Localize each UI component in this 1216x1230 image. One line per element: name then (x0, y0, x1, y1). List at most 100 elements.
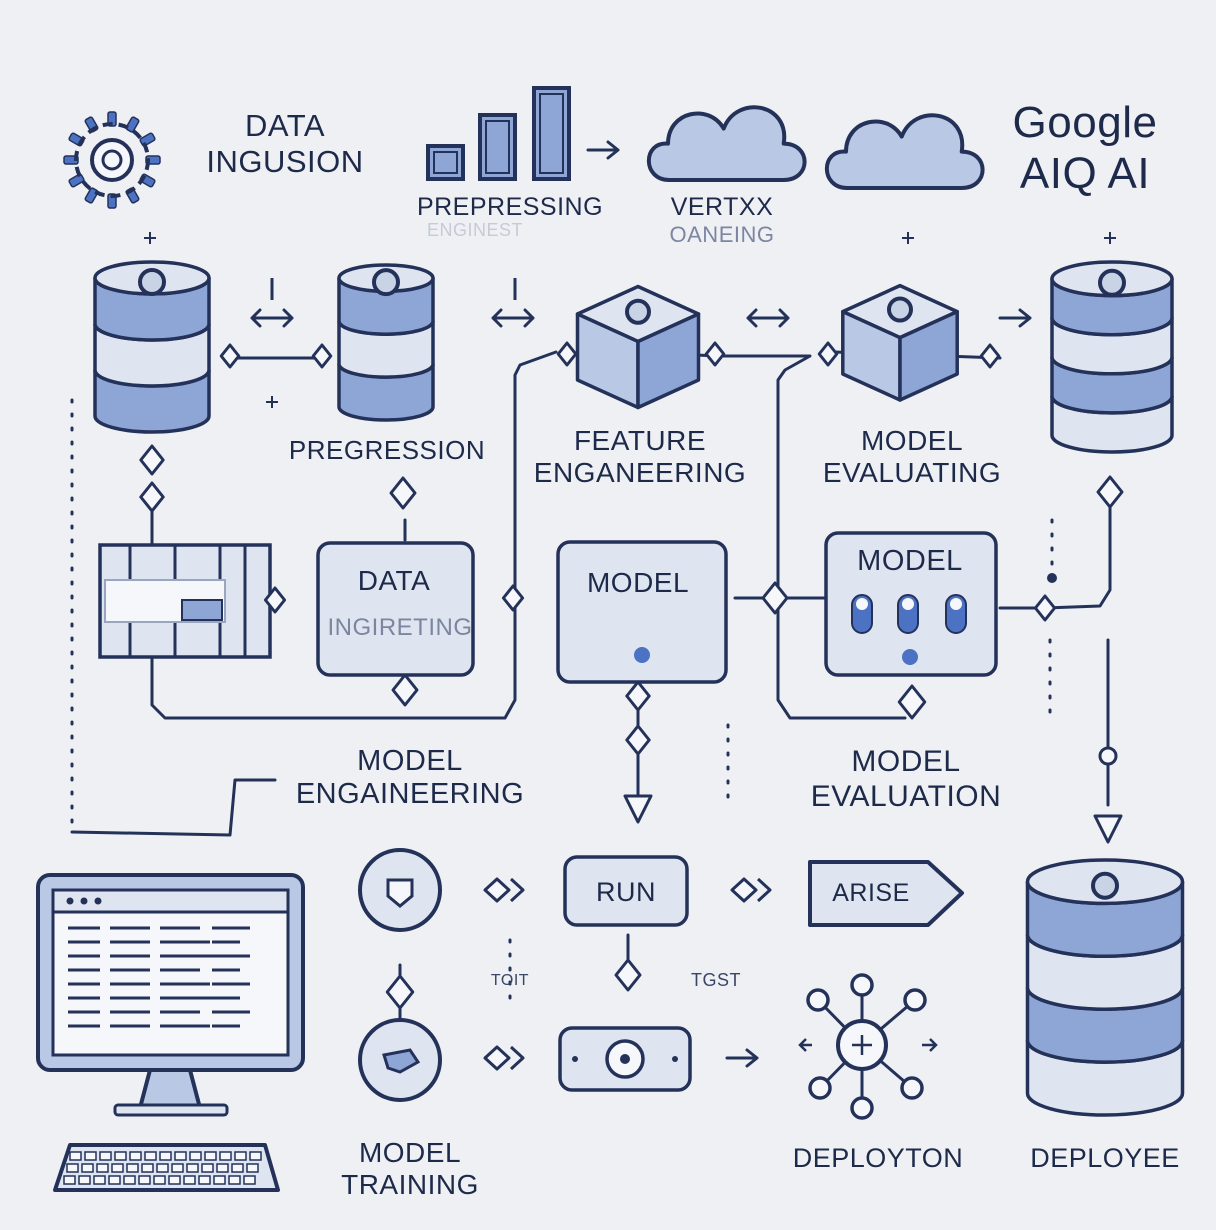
database-layer (337, 278, 435, 336)
training-node-glyph (382, 1048, 421, 1074)
connector-right-vertical (1043, 493, 1112, 610)
diamond-connector-icon (311, 343, 333, 369)
cube-right (636, 312, 701, 410)
keyboard-key (126, 1163, 139, 1173)
keyboard-key (144, 1151, 157, 1161)
keyboard-key (141, 1163, 154, 1173)
keyboard-key (171, 1163, 184, 1173)
arrow-both-icon (491, 308, 535, 328)
cube-right (898, 309, 959, 402)
keyboard-key (129, 1151, 142, 1161)
diamond-connector-icon (897, 684, 927, 720)
hub-node (850, 1096, 874, 1120)
run-box-label: RUN (596, 877, 656, 907)
connector-mid-right (714, 354, 907, 720)
keyboard-key (183, 1175, 196, 1185)
monitor-titlebar (51, 888, 290, 914)
arrow-both-icon (250, 308, 294, 328)
keyboard-key (69, 1151, 82, 1161)
model-box-right-title: MODEL (857, 545, 963, 577)
chevron-a-icon (483, 1045, 511, 1071)
keyboard-icon (53, 1143, 280, 1192)
keyboard-key (78, 1175, 91, 1185)
hub-node (806, 988, 830, 1012)
window-button (94, 897, 102, 905)
chevron-b-icon (509, 877, 525, 903)
model-box-right-icons (851, 594, 967, 665)
plus-mark-icon (144, 232, 156, 244)
arise-box-label: ARISE (832, 879, 910, 907)
database-icon (93, 260, 211, 434)
cube-dot (887, 296, 913, 323)
keyboard-key (186, 1163, 199, 1173)
cloud-icon (646, 105, 807, 182)
label-model-evaluating: MODEL EVALUATING (822, 425, 1002, 489)
keyboard-key (159, 1151, 172, 1161)
keyboard-key (174, 1151, 187, 1161)
database-icon (1025, 858, 1185, 1117)
keyboard-key (66, 1163, 79, 1173)
keyboard-key (246, 1163, 259, 1173)
label-feature-engineering: FEATURE ENGANEERING (533, 425, 747, 489)
gear-center (90, 138, 134, 182)
keyboard-key (198, 1175, 211, 1185)
hub-node (850, 973, 874, 997)
keyboard-key (231, 1163, 244, 1173)
pill-eye (856, 598, 868, 610)
hub-node (808, 1076, 832, 1100)
hub-node (903, 988, 927, 1012)
table-cell (181, 599, 223, 621)
output-box-dot (620, 1054, 630, 1064)
cloud-icon (824, 113, 985, 190)
label-model-training: MODEL TRAINING (341, 1137, 479, 1201)
keyboard-key (204, 1151, 217, 1161)
diamond-connector-icon (139, 481, 165, 513)
chevron-b-icon (756, 877, 772, 903)
gear-tooth (125, 116, 140, 133)
bar-chart-inner (539, 93, 564, 174)
keyboard-key (213, 1175, 226, 1185)
arrow-right-icon (586, 140, 620, 160)
model-box-right-dot (902, 649, 918, 665)
monitor-base (113, 1103, 229, 1117)
label-tout: TOIT (490, 972, 530, 989)
diamond-connector-icon (614, 958, 642, 992)
label-model-engineering: MODEL ENGAINEERING (295, 745, 525, 811)
pill-eye (950, 598, 962, 610)
arrow-right-icon (998, 308, 1032, 328)
keyboard-key (243, 1175, 256, 1185)
gear-tooth (84, 187, 99, 204)
connector-loop-left (150, 350, 558, 720)
model-box-title: MODEL (586, 567, 690, 598)
database-dot (372, 268, 400, 297)
chevron-a-icon (730, 877, 758, 903)
tick-marks (270, 278, 517, 300)
keyboard-key (228, 1175, 241, 1185)
bar-chart-inner (485, 120, 510, 174)
diamond-connector-icon (979, 343, 1001, 369)
keyboard-key (93, 1175, 106, 1185)
connector-left-bottom (70, 778, 277, 837)
plus-mark-icon (1104, 232, 1116, 244)
monitor-stand (138, 1068, 202, 1110)
database-dot (1098, 268, 1126, 297)
keyboard-key (123, 1175, 136, 1185)
hub-plus (852, 1035, 872, 1055)
diamond-connector-icon (385, 974, 415, 1010)
label-deployment: DEPLOYTON (792, 1143, 964, 1173)
gear-tooth (68, 173, 85, 188)
label-preprocessing-top: PREPRESSING (416, 193, 604, 221)
diamond-connector-icon (1096, 475, 1124, 509)
arrow-right-icon (725, 1048, 759, 1068)
window-button (80, 897, 88, 905)
hub-arrow-left (798, 1038, 812, 1052)
keyboard-key (81, 1163, 94, 1173)
bar-chart-icon (426, 86, 571, 181)
model-box (556, 540, 728, 684)
label-pregression: PREGRESSION (288, 435, 486, 465)
keyboard-key (201, 1163, 214, 1173)
database-icon (337, 263, 435, 422)
keyboard-key (249, 1151, 262, 1161)
keyboard-key (111, 1163, 124, 1173)
